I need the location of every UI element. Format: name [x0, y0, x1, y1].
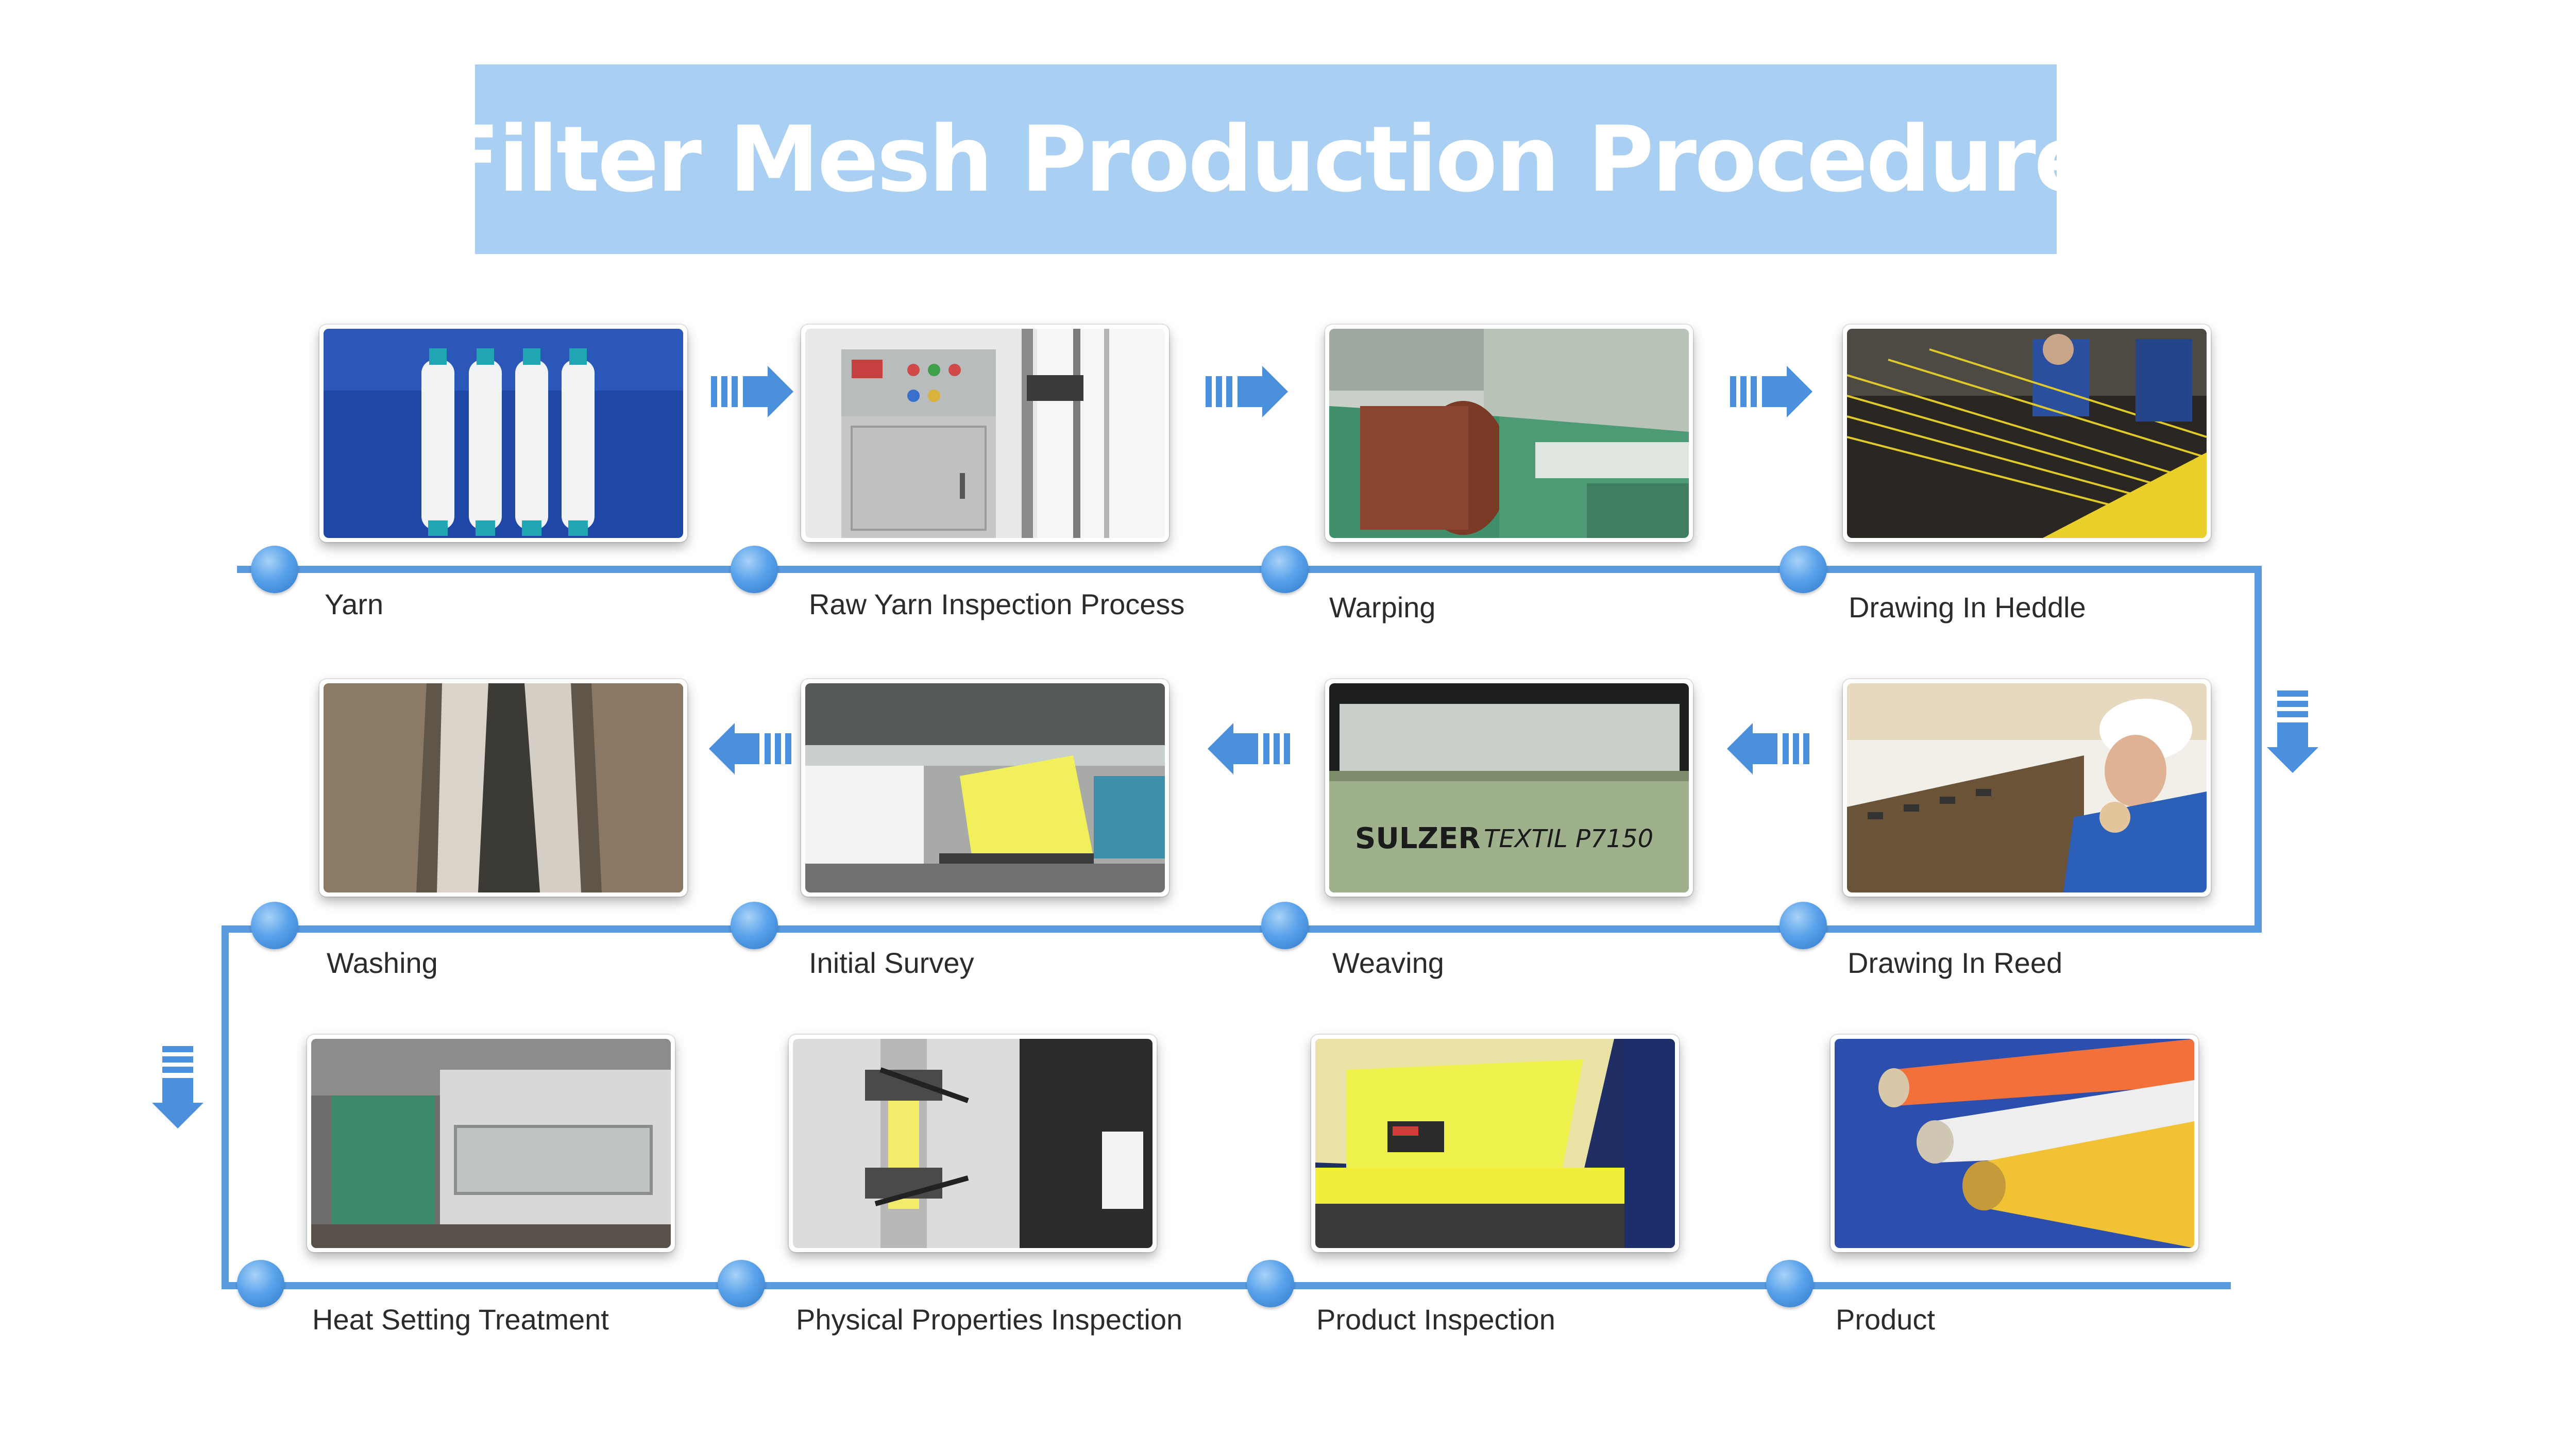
- step-marker: [1766, 1260, 1814, 1307]
- step-label-yarn: Yarn: [325, 588, 384, 620]
- warping-machine-image: [1329, 329, 1689, 538]
- step-marker: [1247, 1260, 1294, 1307]
- mesh-rolls-image: [1835, 1039, 2194, 1248]
- step-label-heat-setting: Heat Setting Treatment: [312, 1303, 609, 1336]
- loom-image: SULZER TEXTIL P7150: [1329, 683, 1689, 892]
- step-photo-raw-yarn-inspection: [801, 325, 1169, 542]
- left-arrow-icon: [1727, 723, 1809, 774]
- step-photo-weaving: SULZER TEXTIL P7150: [1325, 679, 1693, 897]
- loom-brand-text: SULZER: [1355, 822, 1480, 855]
- step-marker: [251, 546, 298, 593]
- step-photo-drawing-in-heddle: [1843, 325, 2211, 542]
- step-marker: [1780, 902, 1827, 949]
- reed-threading-image: [1847, 683, 2207, 892]
- tensile-tester-image: [793, 1039, 1153, 1248]
- loom-model-text: TEXTIL P7150: [1484, 824, 1653, 853]
- step-label-washing: Washing: [327, 947, 438, 979]
- washing-tank-image: [324, 683, 683, 892]
- testing-machine-image: [805, 329, 1165, 538]
- step-label-product: Product: [1836, 1303, 1935, 1336]
- factory-line-image: [805, 683, 1165, 892]
- step-photo-initial-survey: [801, 679, 1169, 897]
- right-connector: [2255, 566, 2262, 933]
- step-marker: [1261, 546, 1309, 593]
- step-marker: [1780, 546, 1827, 593]
- step-marker: [1261, 902, 1309, 949]
- step-marker: [237, 1260, 284, 1307]
- step-photo-drawing-in-reed: [1843, 679, 2211, 897]
- left-connector: [222, 925, 229, 1289]
- right-arrow-icon: [1206, 366, 1288, 417]
- step-label-weaving: Weaving: [1332, 947, 1444, 979]
- title-banner: Filter Mesh Production Procedure: [438, 64, 2095, 254]
- left-arrow-icon: [709, 723, 791, 774]
- row1-connector: [237, 566, 2262, 573]
- page-title: Filter Mesh Production Procedure: [438, 106, 2095, 212]
- step-photo-warping: [1325, 325, 1693, 542]
- step-label-physical-properties: Physical Properties Inspection: [796, 1303, 1183, 1336]
- step-label-warping: Warping: [1329, 591, 1436, 624]
- step-photo-product: [1831, 1035, 2198, 1252]
- right-arrow-icon: [711, 366, 793, 417]
- step-photo-physical-properties: [789, 1035, 1157, 1252]
- mesh-inspection-image: [1315, 1039, 1675, 1248]
- right-arrow-icon: [1730, 366, 1812, 417]
- step-label-drawing-in-heddle: Drawing In Heddle: [1849, 591, 2086, 624]
- heat-setting-image: [311, 1039, 671, 1248]
- step-photo-washing: [319, 679, 687, 897]
- step-label-product-inspection: Product Inspection: [1316, 1303, 1555, 1336]
- step-photo-yarn: [319, 325, 687, 542]
- step-photo-heat-setting: [307, 1035, 675, 1252]
- step-marker: [251, 902, 298, 949]
- left-arrow-icon: [1208, 723, 1290, 774]
- step-photo-product-inspection: [1311, 1035, 1679, 1252]
- yarn-spools-image: [324, 329, 683, 538]
- down-arrow-icon: [152, 1046, 204, 1128]
- step-marker: [731, 902, 778, 949]
- step-marker: [718, 1260, 765, 1307]
- step-label-initial-survey: Initial Survey: [809, 947, 974, 979]
- row3-connector: [222, 1282, 2231, 1289]
- down-arrow-icon: [2267, 690, 2318, 773]
- step-label-drawing-in-reed: Drawing In Reed: [1848, 947, 2063, 979]
- step-label-raw-yarn-inspection: Raw Yarn Inspection Process: [809, 588, 1185, 620]
- heddle-threads-image: [1847, 329, 2207, 538]
- step-marker: [731, 546, 778, 593]
- row2-connector: [222, 925, 2262, 933]
